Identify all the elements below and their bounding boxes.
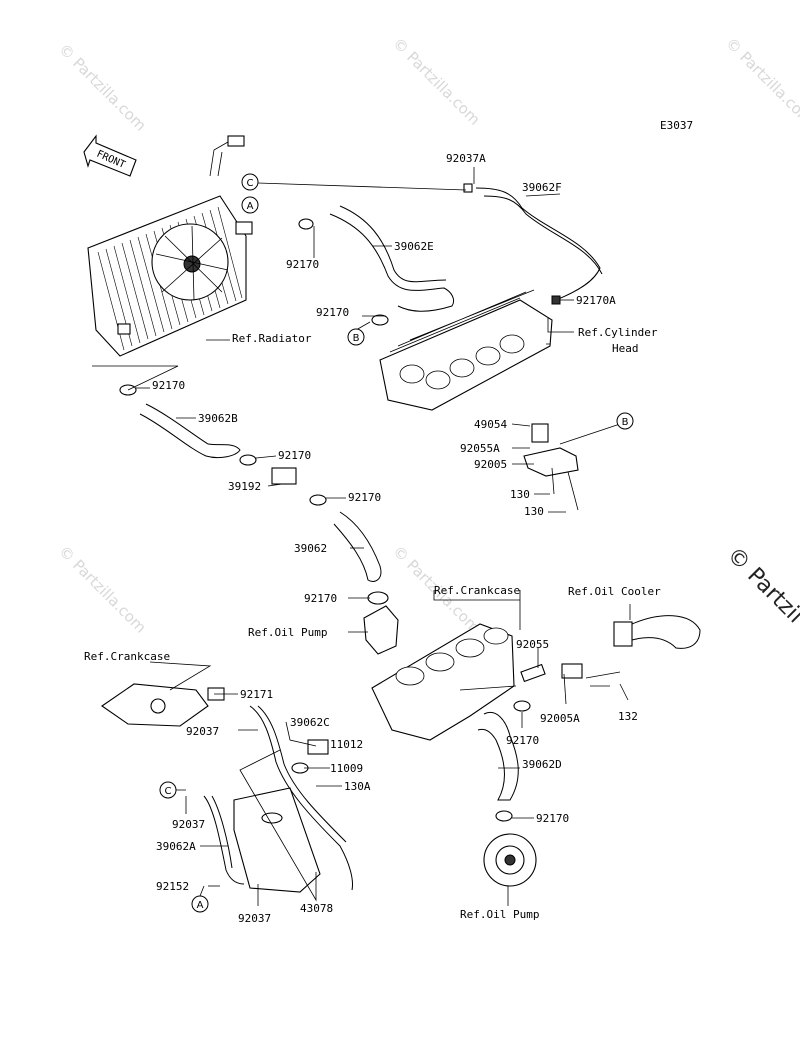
marker-b-top-label: B bbox=[353, 333, 360, 344]
oil-pump-top-illustration bbox=[363, 605, 399, 655]
ref-cylinder-head-2: Head bbox=[612, 342, 639, 355]
marker-b-right-label: B bbox=[622, 417, 629, 428]
watermark-2: © Partzilla.com bbox=[389, 34, 484, 129]
label-39062: 39062 bbox=[294, 542, 327, 555]
ref-radiator: Ref.Radiator bbox=[232, 332, 312, 345]
marker-c-top bbox=[241, 173, 259, 191]
label-130-1: 130 bbox=[510, 488, 530, 501]
label-92037-3: 92037 bbox=[238, 912, 271, 925]
ref-oil-pump-2: Ref.Oil Pump bbox=[460, 908, 539, 921]
radiator-illustration bbox=[87, 135, 247, 357]
label-39062F: 39062F bbox=[522, 181, 562, 194]
ref-crankcase-mid: Ref.Crankcase bbox=[434, 584, 520, 597]
watermark-1: © Partzilla.com bbox=[55, 40, 150, 135]
front-arrow-icon: FRONT bbox=[83, 134, 137, 177]
label-92170A: 92170A bbox=[576, 294, 616, 307]
label-130A: 130A bbox=[344, 780, 371, 793]
label-92005A: 92005A bbox=[540, 712, 580, 725]
part-labels: 92037A 39062F 39062E 92170 92170 92170A … bbox=[84, 152, 661, 925]
watermark-edge: © Partzil bbox=[722, 543, 800, 629]
marker-a-top-label: A bbox=[247, 201, 254, 212]
watermark-4: © Partzilla.com bbox=[55, 542, 150, 637]
label-92037-2: 92037 bbox=[172, 818, 205, 831]
label-92170-1: 92170 bbox=[286, 258, 319, 271]
label-92055: 92055 bbox=[516, 638, 549, 651]
label-11012: 11012 bbox=[330, 738, 363, 751]
label-92170-8: 92170 bbox=[536, 812, 569, 825]
label-39062E: 39062E bbox=[394, 240, 434, 253]
oil-pump-illustration bbox=[483, 833, 537, 887]
ref-oil-cooler: Ref.Oil Cooler bbox=[568, 585, 661, 598]
crankcase-left-illustration bbox=[101, 683, 209, 727]
label-39062C: 39062C bbox=[290, 716, 330, 729]
label-92005: 92005 bbox=[474, 458, 507, 471]
leader-lines bbox=[92, 167, 631, 906]
marker-b-top bbox=[347, 328, 365, 346]
label-92170-4: 92170 bbox=[278, 449, 311, 462]
marker-a-top bbox=[241, 196, 259, 214]
label-43078: 43078 bbox=[300, 902, 333, 915]
marker-c-bottom bbox=[159, 781, 177, 799]
circle-markers: C A B B C A bbox=[159, 173, 634, 913]
marker-c-top-label: C bbox=[247, 178, 254, 189]
marker-c-bottom-label: C bbox=[165, 786, 172, 797]
label-39062D: 39062D bbox=[522, 758, 562, 771]
label-11009: 11009 bbox=[330, 762, 363, 775]
label-39062B: 39062B bbox=[198, 412, 238, 425]
label-92170-7: 92170 bbox=[506, 734, 539, 747]
marker-a-bottom bbox=[191, 895, 209, 913]
crankcase-illustration bbox=[371, 623, 515, 741]
label-39192: 39192 bbox=[228, 480, 261, 493]
label-92037A: 92037A bbox=[446, 152, 486, 165]
clamps bbox=[119, 183, 633, 822]
marker-b-right bbox=[616, 412, 634, 430]
ref-oil-pump-1: Ref.Oil Pump bbox=[248, 626, 327, 639]
label-49054: 49054 bbox=[474, 418, 507, 431]
label-92171: 92171 bbox=[240, 688, 273, 701]
cylinder-head-illustration bbox=[379, 289, 553, 411]
diagram-code: E3037 bbox=[660, 119, 693, 132]
reservoir-tank-illustration bbox=[233, 787, 321, 893]
label-92170-3: 92170 bbox=[152, 379, 185, 392]
label-39062A: 39062A bbox=[156, 840, 196, 853]
label-92055A: 92055A bbox=[460, 442, 500, 455]
hoses bbox=[139, 187, 701, 891]
label-92152: 92152 bbox=[156, 880, 189, 893]
ref-crankcase-left: Ref.Crankcase bbox=[84, 650, 170, 663]
marker-a-bottom-label: A bbox=[197, 900, 204, 911]
ref-cylinder-head-1: Ref.Cylinder bbox=[578, 326, 658, 339]
label-92037-1: 92037 bbox=[186, 725, 219, 738]
watermark-3: © Partzilla.com bbox=[722, 34, 800, 129]
label-92170-2: 92170 bbox=[316, 306, 349, 319]
label-92170-6: 92170 bbox=[304, 592, 337, 605]
label-92170-5: 92170 bbox=[348, 491, 381, 504]
label-130-2: 130 bbox=[524, 505, 544, 518]
label-132: 132 bbox=[618, 710, 638, 723]
